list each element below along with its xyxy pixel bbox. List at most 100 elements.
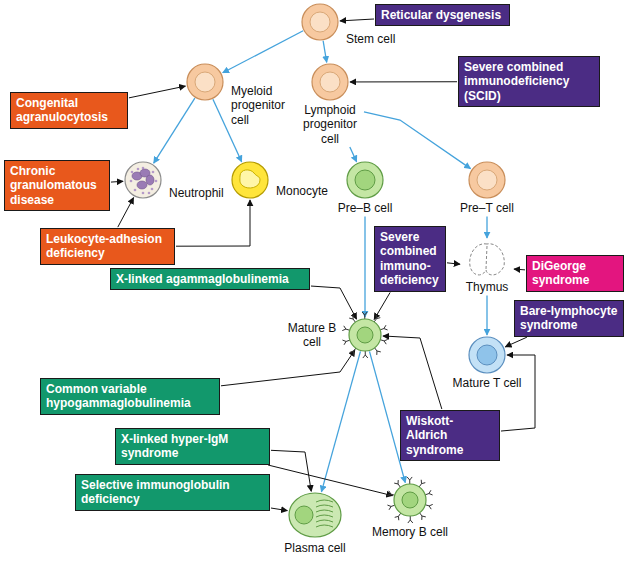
- cell-label: Mature T cell: [447, 376, 527, 390]
- disease-label: Selective immunoglobulin deficiency: [81, 478, 264, 507]
- defect-arrow: [176, 200, 250, 246]
- disease-box: Common variable hypogammaglobulinemia: [40, 378, 220, 415]
- granule: [131, 171, 134, 174]
- cell-node: Pre–B cell: [330, 160, 400, 215]
- cell-node: Lymphoid progenitor cell: [297, 62, 363, 146]
- cell-illustration: [287, 490, 343, 540]
- disease-label: Wiskott-Aldrich syndrome: [406, 414, 494, 457]
- cell-nucleus: [477, 345, 497, 365]
- development-arrow: [321, 351, 360, 491]
- thymus-lobe-line: [486, 246, 487, 269]
- disease-label: Common variable hypogammaglobulinemia: [46, 382, 214, 411]
- defect-arrow: [221, 350, 355, 386]
- cell-body: [349, 319, 381, 351]
- cell-label: Monocyte: [276, 184, 334, 198]
- disease-label: Congenital agranulocytosis: [16, 96, 122, 125]
- cell-label: Lymphoid progenitor cell: [297, 103, 363, 146]
- development-arrow: [364, 216, 365, 317]
- thymus-outline: [470, 244, 505, 275]
- granule: [137, 168, 140, 171]
- development-arrow: [154, 98, 195, 163]
- thymus-node: Thymus: [462, 240, 512, 294]
- cell-node: Mature B cell: [287, 311, 389, 359]
- cell-node: Neutrophil: [123, 160, 231, 200]
- defect-arrow: [271, 508, 287, 511]
- cell-label: Myeloid progenitor cell: [231, 84, 295, 127]
- disease-box: Congenital agranulocytosis: [10, 92, 128, 129]
- cell-illustration: [185, 62, 225, 102]
- cell-body: [232, 162, 268, 198]
- disease-box: Selective immunoglobulin deficiency: [75, 474, 270, 511]
- cell-body: [469, 337, 505, 373]
- disease-label: Reticular dysgenesis: [381, 8, 504, 22]
- cell-illustration: [345, 160, 385, 200]
- cell-body: [312, 64, 348, 100]
- disease-box: Severe combined immuno-deficiency: [374, 226, 446, 292]
- disease-box: Wiskott-Aldrich syndrome: [400, 410, 500, 461]
- disease-label: Chronic granulomatous disease: [10, 164, 104, 207]
- cell-node: Pre–T cell: [452, 160, 522, 215]
- defect-arrow: [268, 465, 392, 496]
- cell-nucleus: [402, 492, 418, 508]
- disease-box: X-linked agammaglobulinemia: [110, 268, 310, 290]
- cell-label: Pre–T cell: [452, 201, 522, 215]
- granule: [148, 192, 151, 195]
- cell-label: Neutrophil: [169, 186, 231, 200]
- disease-box: Chronic granulomatous disease: [4, 160, 110, 211]
- granule: [155, 180, 158, 183]
- cell-node: Mature T cell: [447, 335, 527, 390]
- cell-body: [187, 64, 223, 100]
- disease-label: Severe combined immunodeficiency (SCID): [464, 60, 594, 103]
- cell-nucleus: [355, 170, 375, 190]
- cell-nucleus: [477, 170, 497, 190]
- development-arrow: [486, 295, 487, 335]
- cell-label: Memory B cell: [365, 525, 455, 539]
- disease-label: Bare-lymphocyte syndrome: [520, 304, 618, 333]
- cell-nucleus: [320, 72, 340, 92]
- nucleus-lobe: [137, 181, 147, 189]
- cell-label: Pre–B cell: [330, 201, 400, 215]
- disease-box: DiGeorge syndrome: [526, 255, 624, 292]
- organ-label: Thymus: [466, 280, 509, 294]
- disease-box: Reticular dysgenesis: [375, 4, 510, 26]
- cell-node: Memory B cell: [365, 476, 455, 539]
- cell-nucleus: [310, 12, 330, 32]
- cell-nucleus: [295, 506, 313, 524]
- cell-label: Stem cell: [346, 32, 404, 46]
- cell-illustration: [230, 160, 270, 200]
- granule: [130, 180, 133, 183]
- cell-body: [125, 162, 161, 198]
- cell-node: Myeloid progenitor cell: [185, 62, 295, 127]
- development-arrow: [223, 31, 303, 73]
- thymus-illustration: [462, 240, 512, 280]
- development-arrow: [350, 147, 357, 162]
- cell-body: [289, 493, 341, 537]
- defect-arrow: [383, 336, 442, 409]
- defect-arrow: [501, 355, 535, 431]
- cell-illustration: [123, 160, 163, 200]
- disease-label: X-linked hyper-IgM syndrome: [121, 432, 264, 461]
- surface-antibody: [387, 477, 432, 523]
- nucleus-lobe: [146, 175, 154, 185]
- disease-label: Leukocyte-adhesion deficiency: [46, 232, 169, 261]
- cell-label: Mature B cell: [287, 321, 337, 350]
- cell-nucleus: [195, 72, 215, 92]
- defect-arrow: [129, 86, 185, 98]
- surface-antibody: [342, 312, 387, 358]
- granule: [152, 171, 155, 174]
- cell-illustration: [467, 160, 507, 200]
- development-arrow: [364, 112, 471, 169]
- disease-box: X-linked hyper-IgM syndrome: [115, 428, 270, 465]
- defect-arrow: [447, 263, 460, 264]
- defect-arrow: [340, 19, 374, 21]
- granule: [151, 188, 154, 191]
- cell-illustration: [310, 62, 350, 102]
- cell-nucleus: [357, 327, 373, 343]
- defect-arrow: [514, 269, 525, 271]
- granule: [134, 189, 137, 192]
- endoplasmic-reticulum: [316, 500, 333, 527]
- cell-body: [469, 162, 505, 198]
- disease-box: Severe combined immunodeficiency (SCID): [458, 56, 600, 107]
